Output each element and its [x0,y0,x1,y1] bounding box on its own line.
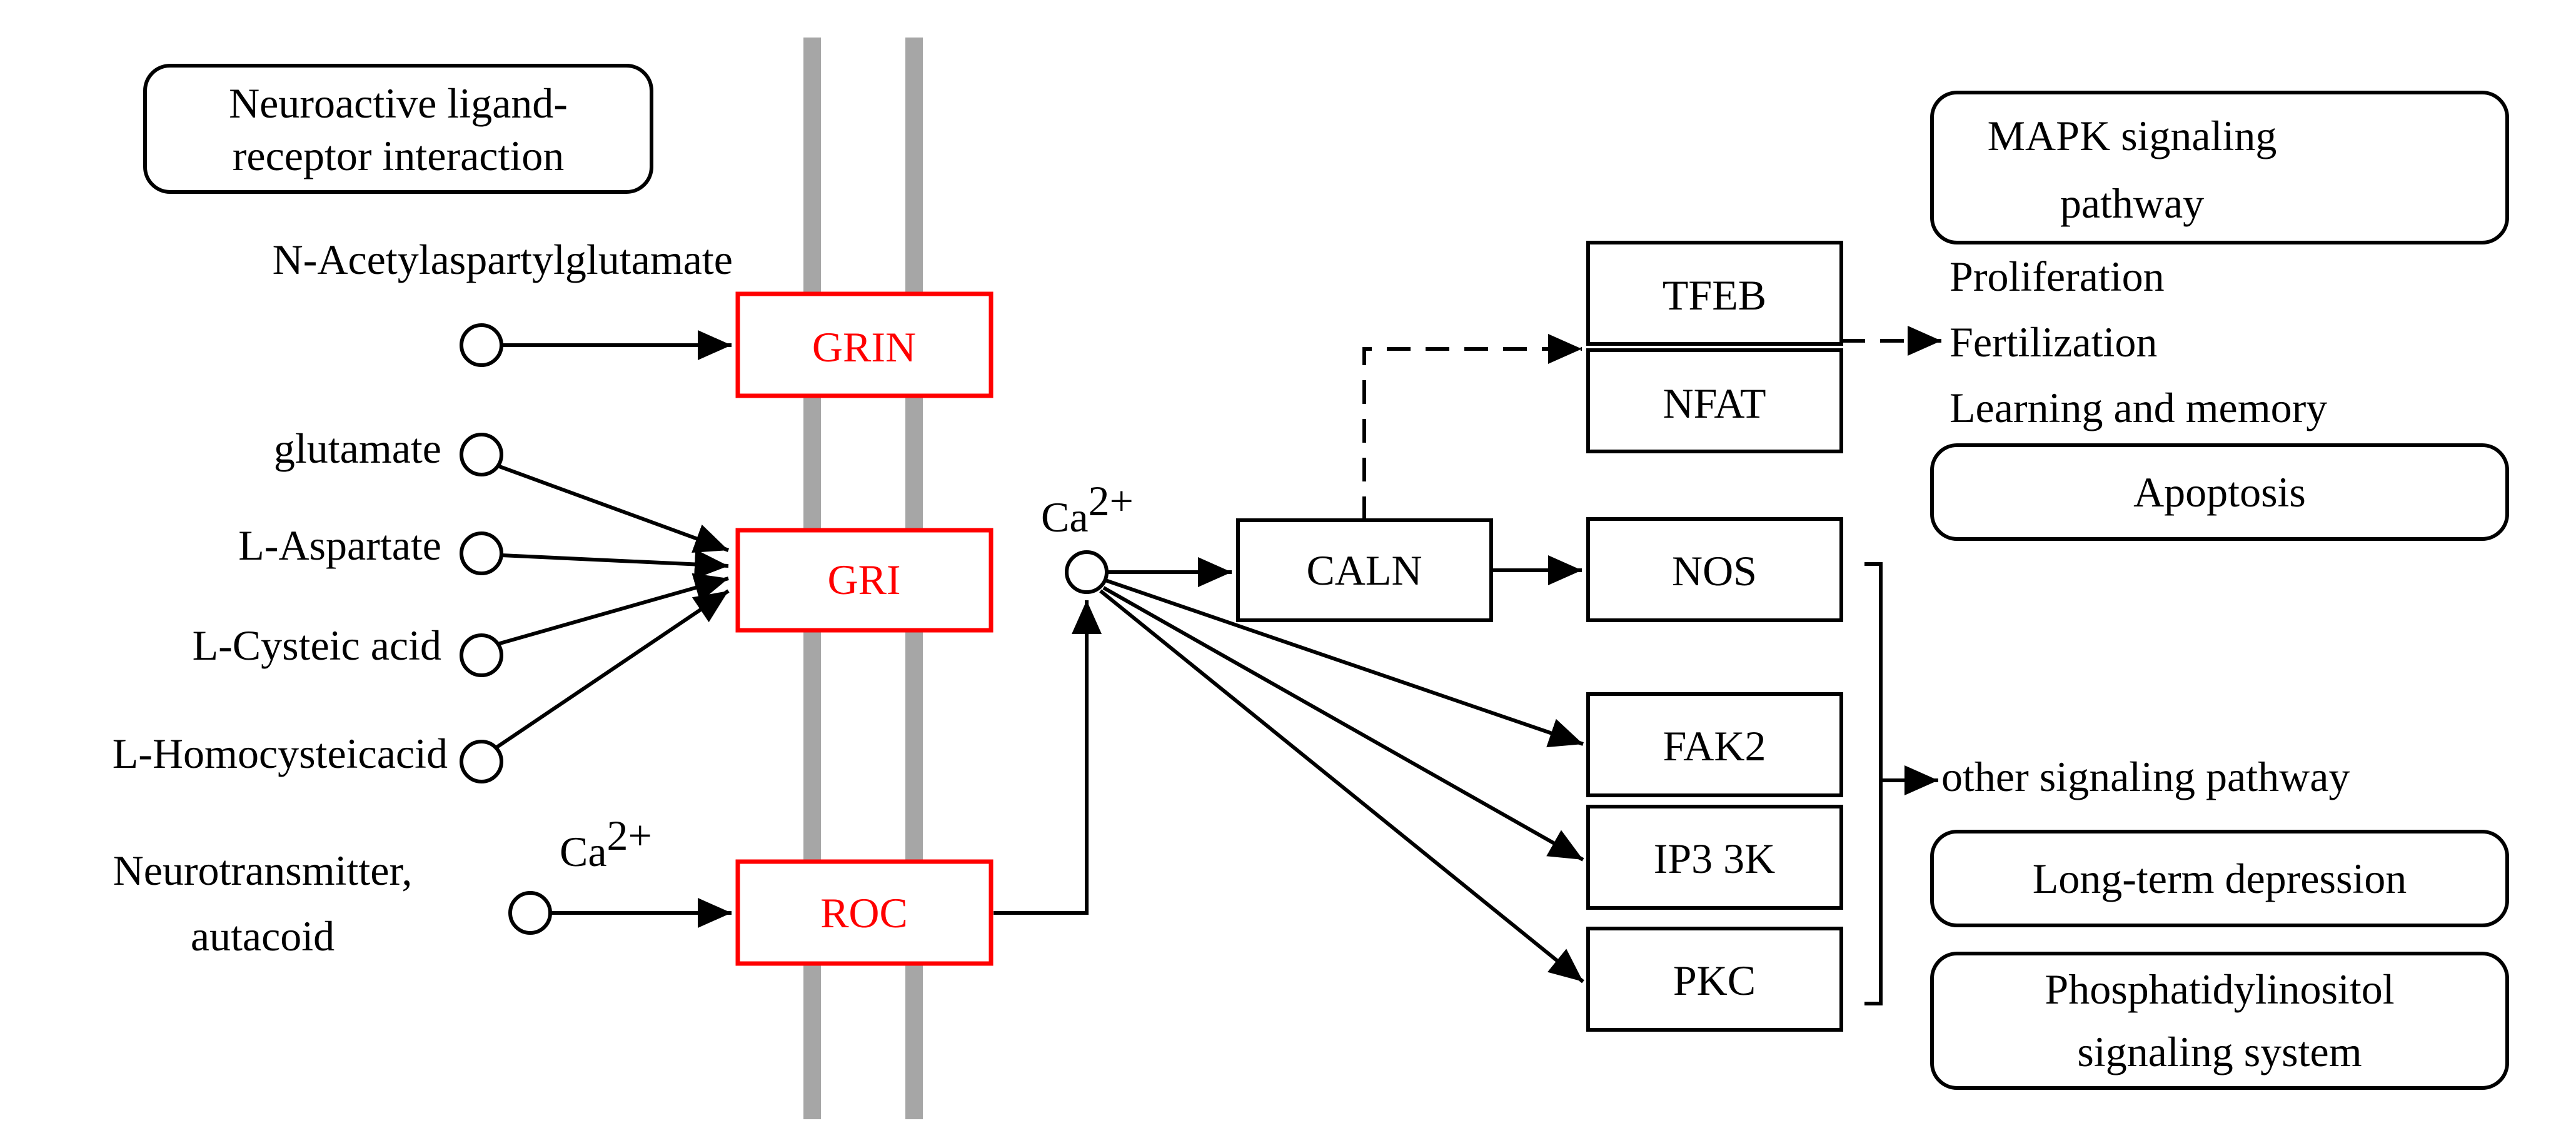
tfeb-label: TFEB [1663,271,1766,319]
apoptosis-link[interactable]: Apoptosis [1930,443,2509,541]
glutamate-compound-node[interactable] [460,433,503,476]
gri-label: GRI [827,556,900,603]
roc-label: ROC [820,889,908,937]
arrow-calcium-ip3k [1102,586,1584,862]
mapk-label-line2: pathway [2060,179,2204,227]
caln-gene-box[interactable]: CALN [1236,518,1493,622]
nos-label: NOS [1672,547,1757,595]
mapk-pathway-link[interactable]: MAPK signaling pathway [1930,91,2509,244]
arrow-roc-calcium [994,600,1102,915]
glutamate-label: glutamate [274,425,441,472]
homocysteic-compound-node[interactable] [460,740,503,783]
cysteic-label: L-Cysteic acid [193,622,441,669]
neuroactive-label-line1: Neuroactive ligand- [229,79,568,127]
arrow-cysteic-gri [497,573,729,646]
arrow-glutamate-gri [496,464,730,553]
neurotransmitter-label-line1: Neurotransmitter, [113,847,413,894]
arrow-calcium-fak2 [1105,578,1584,748]
ca-ion-label-right: Ca2+ [1041,477,1134,541]
pkc-gene-box[interactable]: PKC [1586,927,1843,1032]
aspartate-label: L-Aspartate [238,521,441,569]
other-signaling-label: other signaling pathway [1941,753,2350,800]
arrow-homocysteic-gri [495,589,730,750]
nfat-label: NFAT [1663,380,1766,427]
naag-label: N-Acetylaspartylglutamate [273,236,733,283]
grin-receptor-box[interactable]: GRIN [735,291,994,398]
tfeb-gene-box[interactable]: TFEB [1586,241,1843,346]
phos-label-line1: Phosphatidylinositol [2045,965,2394,1013]
arrow-aspartate-gri [501,549,729,580]
nfat-gene-box[interactable]: NFAT [1586,348,1843,453]
grin-label: GRIN [812,323,916,371]
gri-receptor-box[interactable]: GRI [735,528,994,633]
phosphatidylinositol-link[interactable]: Phosphatidylinositol signaling system [1930,952,2509,1090]
apoptosis-label: Apoptosis [2133,468,2306,516]
fak2-gene-box[interactable]: FAK2 [1586,692,1843,797]
pkc-label: PKC [1673,957,1756,1004]
homocysteic-label: L-Homocysteicacid [113,730,448,777]
neuroactive-label-line2: receptor interaction [233,132,565,179]
calcium-compound-node[interactable] [1065,550,1109,594]
aspartate-compound-node[interactable] [460,531,503,575]
caln-label: CALN [1306,546,1422,594]
group-bracket [1864,562,1883,1005]
ca-ion-label-left: Ca2+ [560,812,652,875]
learning-memory-label: Learning and memory [1950,384,2327,431]
cysteic-compound-node[interactable] [460,633,503,677]
fertilization-label: Fertilization [1950,318,2157,366]
ip3k-label: IP3 3K [1654,835,1776,882]
ltd-label: Long-term depression [2033,855,2407,902]
naag-compound-node[interactable] [460,323,503,367]
phos-label-line2: signaling system [2077,1028,2362,1075]
neuroactive-ligand-link[interactable]: Neuroactive ligand- receptor interaction [143,64,653,194]
fak2-label: FAK2 [1663,722,1766,770]
arrow-caln-tfeb-dashed [1362,334,1582,520]
nos-gene-box[interactable]: NOS [1586,517,1843,622]
neurotransmitter-label-line2: autacoid [191,912,335,960]
long-term-depression-link[interactable]: Long-term depression [1930,830,2509,927]
mapk-label-line1: MAPK signaling [1988,112,2277,159]
proliferation-label: Proliferation [1950,253,2165,300]
ip3k-gene-box[interactable]: IP3 3K [1586,805,1843,910]
neurotransmitter-compound-node[interactable] [508,891,552,935]
arrow-calcium-pkc [1099,589,1584,984]
roc-receptor-box[interactable]: ROC [735,859,994,966]
